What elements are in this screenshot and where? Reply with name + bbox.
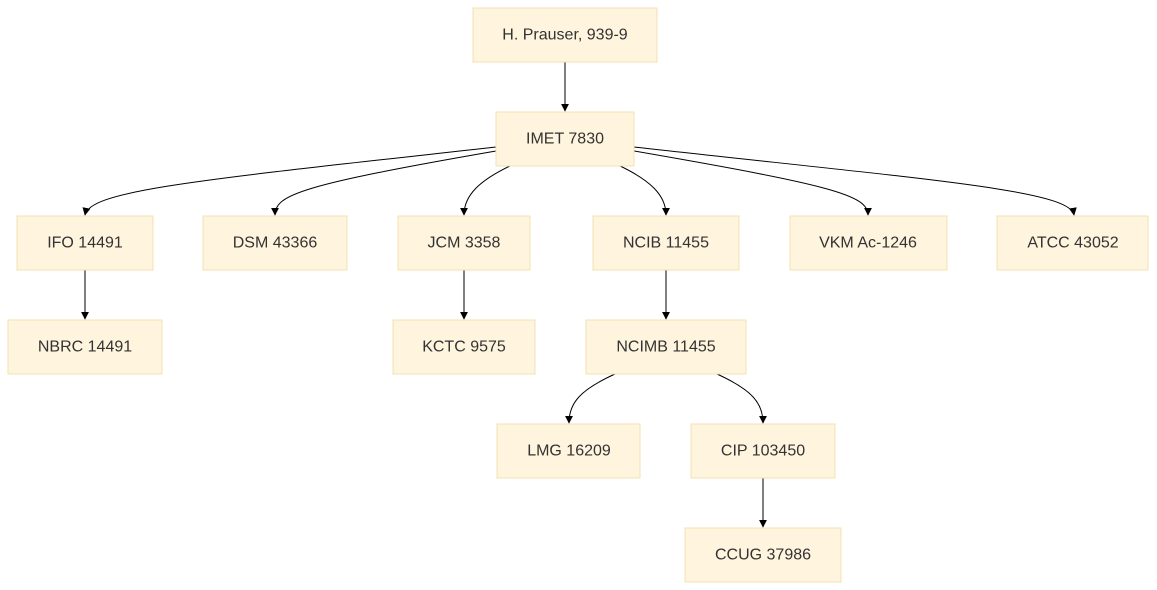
nodes: H. Prauser, 939-9 IMET 7830 IFO 14491 DS… — [7, 7, 1149, 583]
node-ncib: NCIB 11455 — [592, 215, 740, 271]
node-label: NCIB 11455 — [623, 235, 709, 252]
node-vkm: VKM Ac-1246 — [789, 215, 948, 271]
node-label: NCIMB 11455 — [616, 339, 715, 356]
node-label: JCM 3358 — [428, 235, 501, 252]
node-nbrc: NBRC 14491 — [7, 319, 163, 375]
edge-imet-jcm — [460, 164, 513, 216]
edge-imet-atcc — [633, 146, 1077, 216]
node-label: VKM Ac-1246 — [819, 235, 917, 252]
node-label: CIP 103450 — [721, 443, 805, 460]
edge-ncimb-lmg — [565, 373, 616, 424]
node-prauser: H. Prauser, 939-9 — [472, 7, 658, 63]
node-atcc: ATCC 43052 — [996, 215, 1149, 271]
node-label: LMG 16209 — [527, 443, 611, 460]
node-ccug: CCUG 37986 — [684, 527, 842, 583]
node-jcm: JCM 3358 — [397, 215, 531, 271]
node-label: NBRC 14491 — [38, 339, 132, 356]
node-label: IMET 7830 — [526, 131, 604, 148]
edge-ncimb-cip — [716, 373, 767, 424]
node-label: ATCC 43052 — [1027, 235, 1118, 252]
node-label: IFO 14491 — [47, 235, 123, 252]
node-label: H. Prauser, 939-9 — [502, 27, 628, 44]
node-cip: CIP 103450 — [690, 423, 836, 479]
node-ncimb: NCIMB 11455 — [585, 319, 747, 375]
node-label: DSM 43366 — [233, 235, 318, 252]
edge-imet-vkm — [633, 150, 872, 216]
node-label: CCUG 37986 — [715, 547, 811, 564]
node-lmg: LMG 16209 — [496, 423, 641, 479]
edge-imet-ncib — [617, 164, 670, 216]
node-ifo: IFO 14491 — [16, 215, 154, 271]
node-dsm: DSM 43366 — [202, 215, 348, 271]
edge-imet-ifo — [82, 146, 497, 216]
node-imet: IMET 7830 — [495, 111, 635, 167]
node-label: KCTC 9575 — [422, 339, 506, 356]
node-kctc: KCTC 9575 — [392, 319, 536, 375]
edges — [81, 62, 1077, 528]
edge-imet-dsm — [271, 150, 497, 216]
